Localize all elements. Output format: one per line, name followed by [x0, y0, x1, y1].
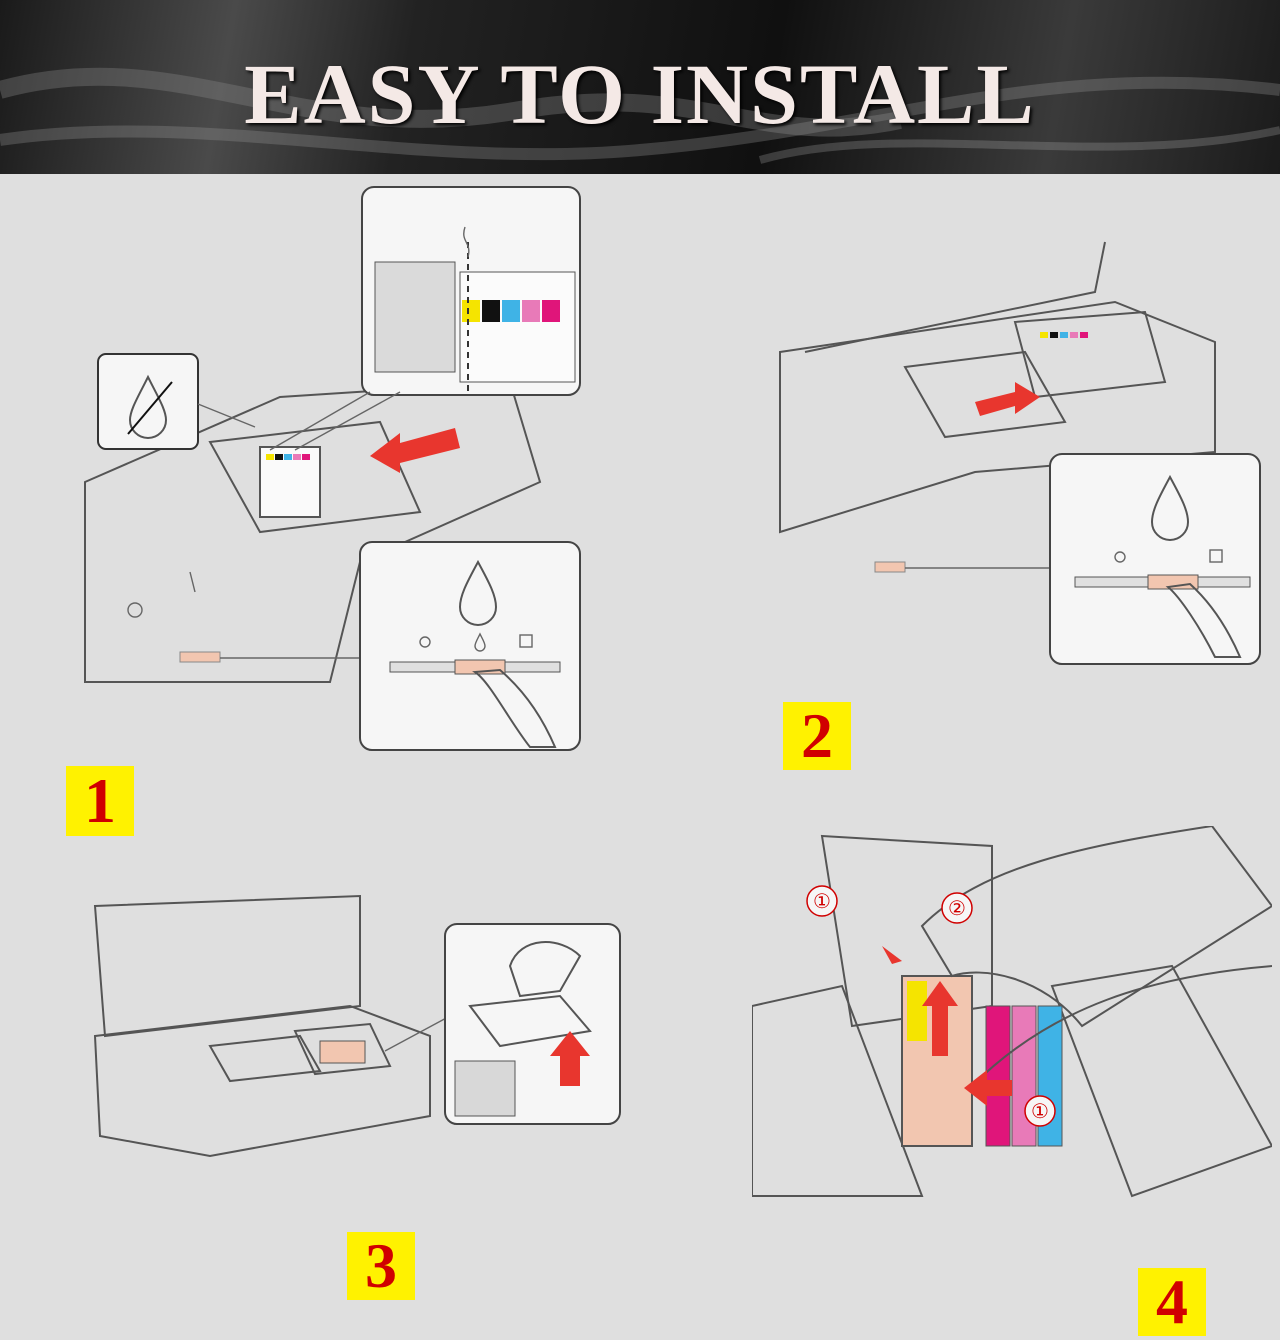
move-arrow-icon: [975, 382, 1040, 416]
paper-trash-icon: [519, 634, 533, 648]
left-arrow-icon: [964, 1070, 1012, 1106]
ink-drop-icon: [458, 559, 498, 626]
power-icon: [1114, 551, 1126, 563]
page-title: EASY TO INSTALL: [244, 46, 1036, 142]
up-arrow-icon: [550, 1031, 590, 1086]
smoke-background: [0, 67, 1280, 164]
instructions-panel: ① ② ① 1 2 3 4: [0, 174, 1280, 1340]
step-3-illustration: [93, 894, 621, 1158]
step-1-illustration: [84, 186, 581, 751]
move-arrow-icon: [370, 428, 460, 473]
step-1-badge: 1: [66, 766, 134, 836]
step-2-illustration: [779, 241, 1261, 665]
ink-drop-icon: [1150, 474, 1190, 541]
step-4-illustration: ① ② ①: [752, 826, 1272, 1198]
callout-2: ②: [948, 896, 966, 920]
step-3-badge: 3: [347, 1232, 415, 1300]
ink-drop-small-icon: [474, 632, 486, 652]
no-ink-drop-icon: [127, 374, 173, 439]
small-arrow-icon: [882, 946, 902, 964]
paper-trash-icon: [1209, 549, 1223, 563]
callout-1-bottom: ①: [1031, 1099, 1049, 1123]
header-banner: EASY TO INSTALL: [0, 0, 1280, 174]
callout-1-top: ①: [813, 889, 831, 913]
up-arrow-icon: [922, 981, 958, 1056]
step-2-badge: 2: [783, 702, 851, 770]
power-icon: [419, 636, 431, 648]
step-4-badge: 4: [1138, 1268, 1206, 1336]
